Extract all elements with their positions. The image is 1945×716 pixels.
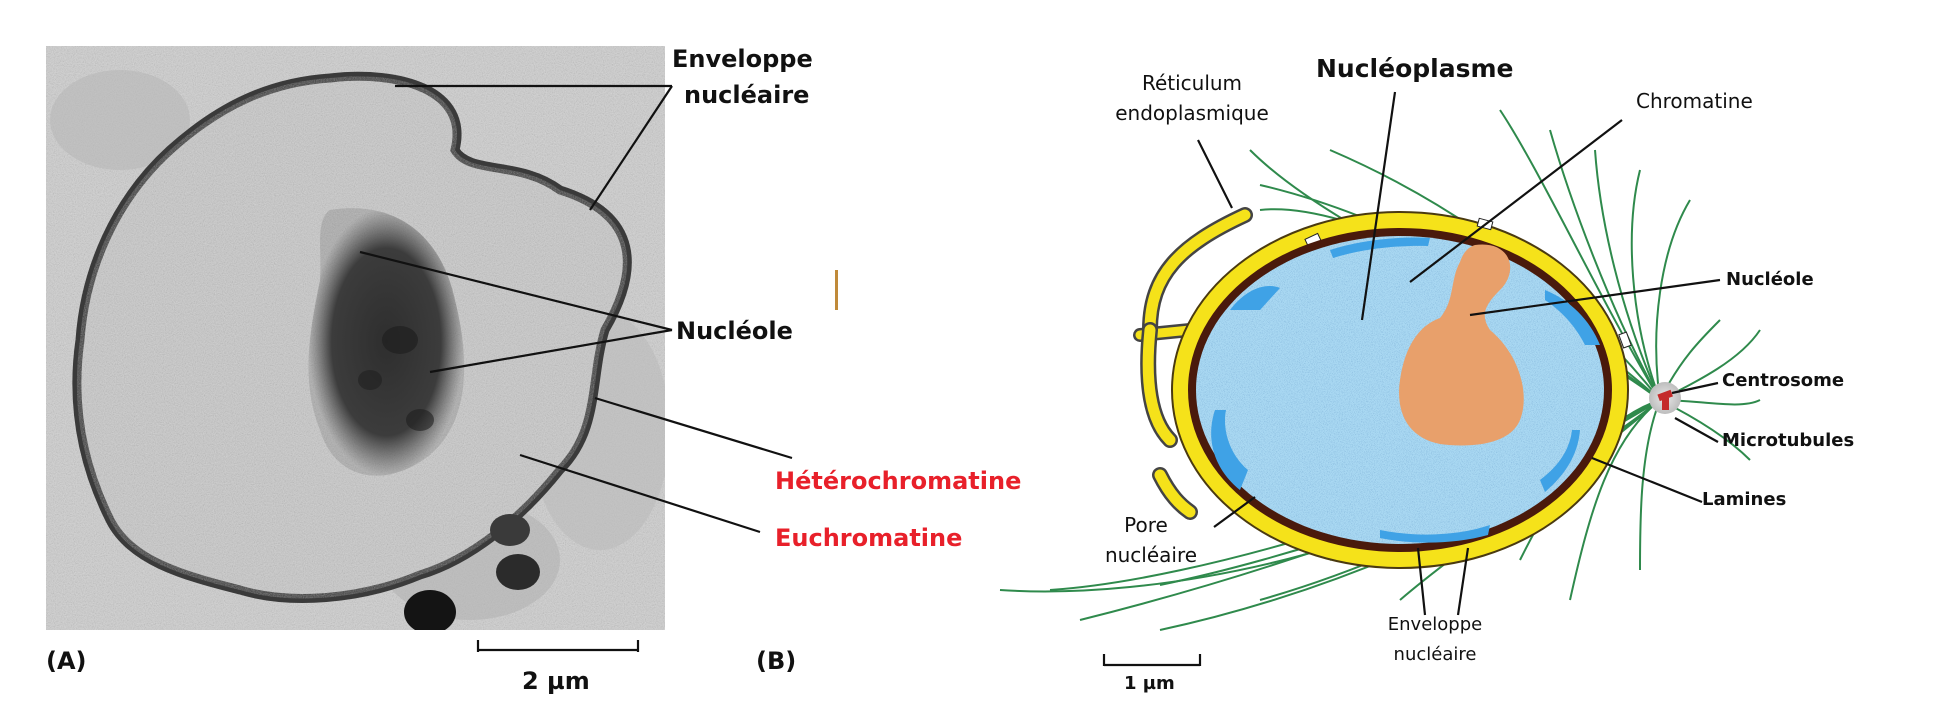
label-reticulum-line1: Réticulum — [1141, 71, 1243, 95]
label-chromatine: Chromatine — [1636, 89, 1753, 113]
leader-microtubules — [1674, 417, 1719, 443]
scale-label-a: 2 µm — [522, 667, 590, 695]
label-pore-line1: Pore — [1124, 513, 1168, 537]
panel-b-leaders — [1197, 91, 1721, 616]
leader-reticulum — [1197, 139, 1233, 209]
leader-nucleole-a2 — [429, 328, 673, 374]
heterochromatin-patches — [1211, 237, 1600, 543]
label-reticulum-line2: endoplasmique — [1115, 101, 1269, 125]
leader-enveloppe-a2 — [589, 85, 673, 211]
leader-lamines — [1591, 456, 1703, 504]
label-heterochromatine: Hétérochromatine — [775, 467, 1022, 495]
scale-bar-a — [476, 640, 640, 652]
label-pore-line2: nucléaire — [1104, 543, 1198, 567]
leader-euchromatine — [519, 453, 761, 534]
leader-centrosome — [1671, 381, 1719, 395]
leader-pore — [1213, 496, 1256, 528]
leader-enveloppe-b1 — [1416, 547, 1427, 616]
label-euchromatine: Euchromatine — [775, 524, 963, 552]
label-enveloppe-b-line1: Enveloppe — [1387, 614, 1483, 635]
label-lamines: Lamines — [1702, 489, 1787, 510]
label-microtubules: Microtubules — [1722, 430, 1855, 451]
micrograph-a — [46, 46, 665, 630]
reticulum-endoplasmique — [1133, 207, 1253, 520]
panel-a-leaders — [359, 84, 793, 534]
panel-b-letter: (B) — [756, 647, 797, 675]
label-centrosome: Centrosome — [1722, 370, 1845, 391]
label-nucleole-b: Nucléole — [1726, 269, 1814, 290]
label-nucleole-a: Nucléole — [676, 317, 793, 345]
label-enveloppe-a-line2: nucléaire — [684, 81, 810, 109]
scale-bar-b — [1102, 654, 1202, 667]
leader-enveloppe-b2 — [1456, 547, 1470, 616]
label-nucleoplasme: Nucléoplasme — [1316, 54, 1514, 83]
leader-nucleole-b — [1469, 278, 1721, 317]
nucleolus-b — [1399, 244, 1524, 446]
leader-chromatine — [1409, 119, 1623, 283]
leader-heterochromatine — [594, 396, 793, 460]
stray-mark — [835, 270, 838, 310]
label-enveloppe-b-line2: nucléaire — [1393, 644, 1477, 665]
leader-nucleoplasme — [1360, 91, 1397, 321]
label-enveloppe-a-line1: Enveloppe — [672, 45, 813, 73]
panel-a-letter: (A) — [46, 647, 87, 675]
scale-label-b: 1 µm — [1124, 673, 1175, 694]
centrosome — [1649, 382, 1681, 414]
leader-nucleole-a1 — [359, 250, 673, 332]
